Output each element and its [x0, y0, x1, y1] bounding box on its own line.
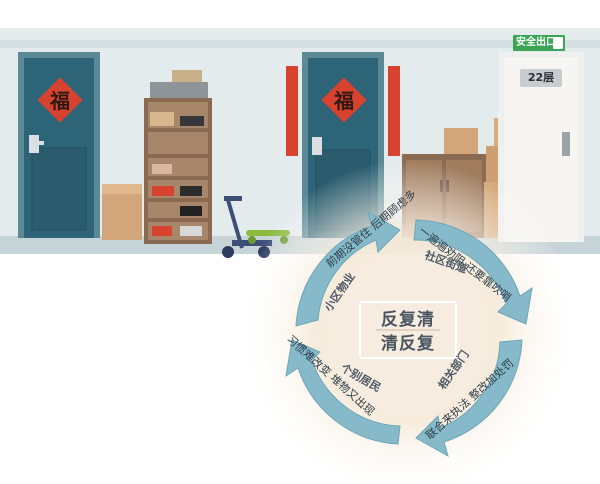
center-title-line1: 反复清: [381, 310, 435, 330]
floor-number-plate: 22层: [520, 69, 562, 87]
couplet-right: [388, 66, 400, 156]
fu-text-middle: 福: [333, 89, 354, 113]
exit-sign: 安全出口: [513, 35, 565, 51]
center-title-line2: 清反复: [381, 334, 435, 354]
arrow-bottom-right: [415, 339, 523, 458]
box-left: [102, 184, 142, 240]
center-title: 反复清 清反复: [362, 308, 454, 356]
running-man-icon: [553, 37, 563, 49]
center-box: [359, 301, 457, 359]
couplet-left: [286, 66, 298, 156]
wall-trim: [0, 40, 600, 48]
inner-circle: [326, 252, 490, 416]
arrow-bottom-left: [285, 339, 401, 445]
arrow-top-left: [295, 210, 401, 327]
left-door: 福: [18, 52, 100, 238]
shoe-rack: [144, 70, 212, 244]
fu-sign-left: [37, 77, 83, 123]
cycle-arrows: [285, 210, 533, 458]
fu-text-left: 福: [49, 89, 70, 113]
arrow-top-right: [413, 219, 533, 325]
exit-sign-text: 安全出口: [516, 37, 556, 48]
